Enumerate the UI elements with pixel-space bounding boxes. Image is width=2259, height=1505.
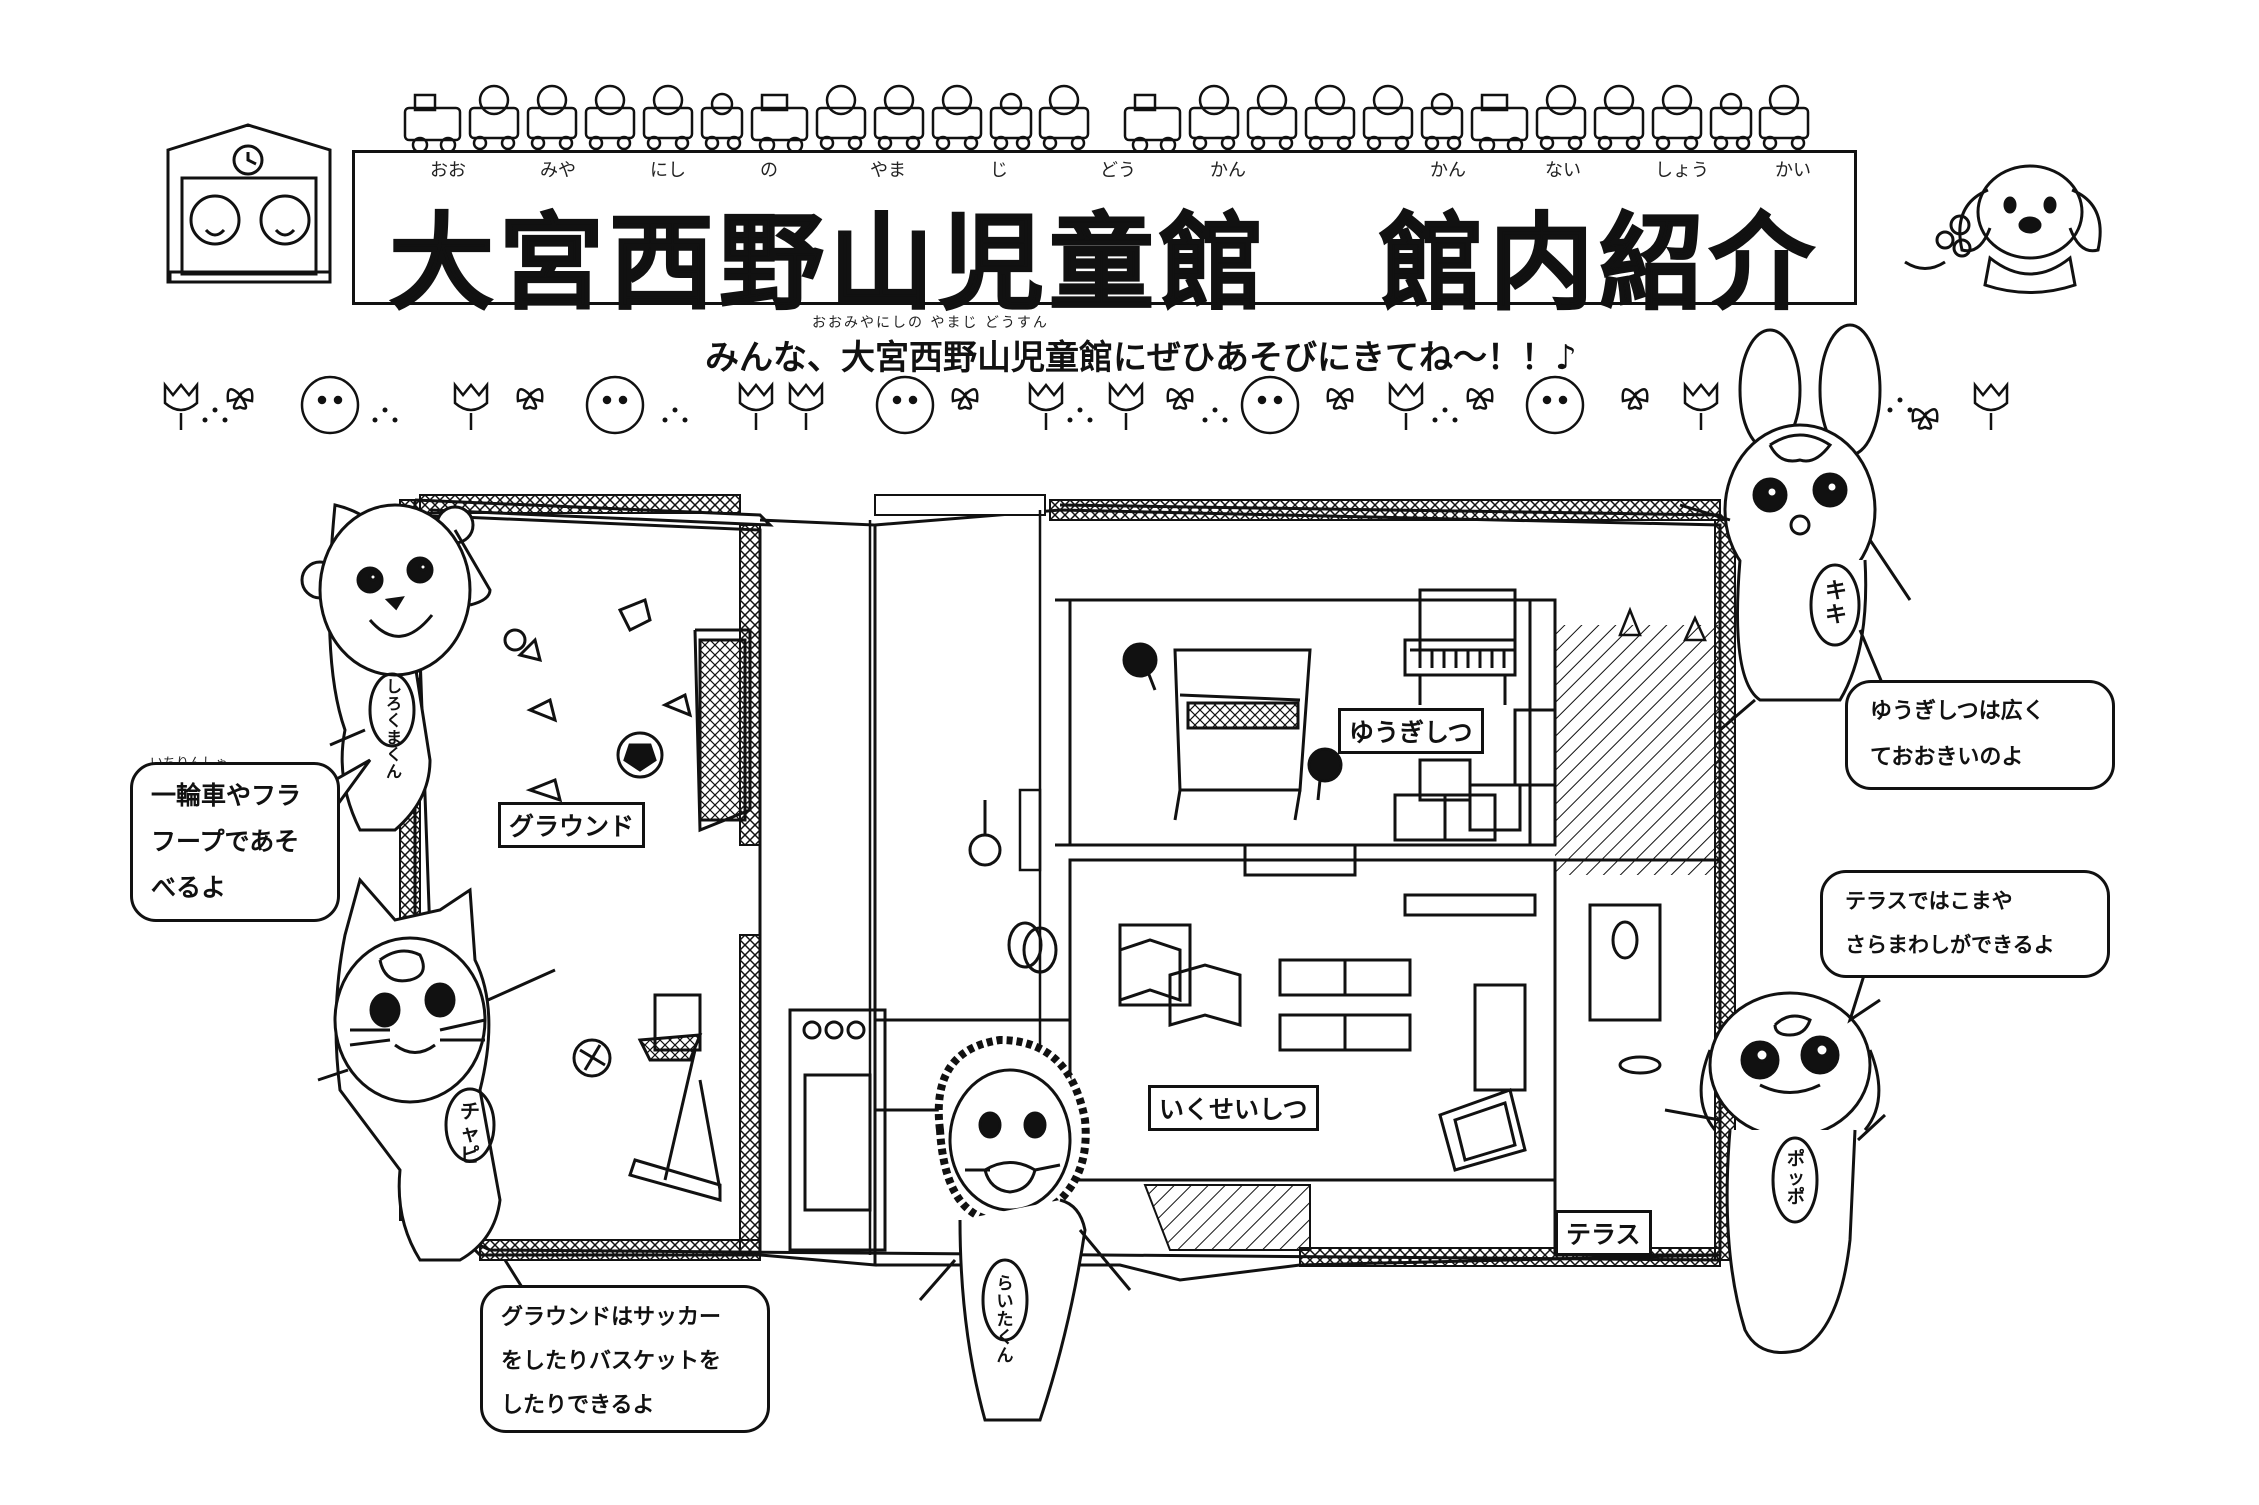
speech-bubble-ground: グラウンドはサッカー をしたりバスケットを したりできるよ [480, 1285, 770, 1433]
bubble-line: さらまわしができるよ [1845, 933, 2055, 957]
title-ruby-10: ない [1545, 160, 1581, 181]
bubble-line: ておおきいのよ [1870, 745, 2024, 770]
title-ruby: おお みや にし の やま じ どう かん かん ない しょう かい [362, 156, 1847, 182]
bubble-line: をしたりバスケットを [501, 1349, 722, 1374]
room-label-playroom: ゆうぎしつ [1338, 708, 1484, 754]
lion-name: らいたくん [996, 1274, 1014, 1366]
page-title: 大宮西野山児童館 館内紹介 [388, 201, 1820, 325]
ground-equipment [503, 597, 752, 1202]
room-label-terrace: テラス [1555, 1210, 1652, 1256]
speech-bubble-playroom: ゆうぎしつは広く ておおきいのよ [1845, 680, 2115, 790]
subtitle: みんな、大宮西野山児童館にぜひあそびにきてね～！！♪ [705, 338, 1577, 378]
title-ruby-1: おお [430, 160, 466, 181]
room-label-ground: グラウンド [498, 802, 646, 848]
train-decoration-left [403, 84, 1090, 154]
rabbit-name: キキ [1824, 579, 1847, 628]
dots-row [202, 397, 1913, 423]
train-decoration-right [1123, 84, 1810, 154]
title-frame [352, 150, 1857, 305]
puppy-icon [1904, 164, 2102, 294]
bubble-line: べるよ [151, 873, 227, 902]
subtitle-ruby: おおみやにしの やまじ どうすん [812, 315, 1049, 331]
cat-character [317, 876, 556, 1262]
title-ruby-11: しょう [1655, 160, 1709, 181]
title-ruby-2: みや [540, 160, 576, 181]
title-ruby-7: どう [1100, 160, 1136, 181]
bubble-line: フープであそ [151, 827, 300, 856]
house-icon [166, 123, 332, 284]
cat-name: チャピ [460, 1099, 480, 1167]
title-ruby-4: の [760, 160, 778, 181]
bubble-line: グラウンドはサッカー [501, 1305, 722, 1330]
bubble-line: 一輪車やフラ [151, 781, 302, 810]
title-ruby-3: にし [650, 160, 686, 181]
terrace-hatch-upper [1555, 625, 1720, 875]
dog-name: ポッポ [1787, 1149, 1805, 1208]
title-ruby-6: じ [990, 160, 1008, 181]
room-label-nursery: いくせいしつ [1148, 1085, 1319, 1131]
lion-character [918, 1035, 1132, 1422]
title-ruby-8: かん [1210, 160, 1246, 181]
bubble-line: テラスではこまや [1845, 889, 2013, 913]
rabbit-character [1679, 323, 1912, 732]
speech-bubble-unicycle: 一輪車やフラ フープであそ べるよ [130, 762, 340, 922]
bear-character [300, 503, 492, 832]
decorative-icon-row [163, 375, 2009, 435]
title-ruby-12: かい [1775, 160, 1811, 181]
title-ruby-9: かん [1430, 160, 1466, 181]
bubble-line: したりできるよ [501, 1393, 655, 1418]
title-ruby-5: やま [870, 160, 906, 181]
terrace-outline [1553, 858, 1722, 1257]
speech-bubble-terrace: テラスではこまや さらまわしができるよ [1820, 870, 2110, 978]
terrace-hatch-lower [1143, 1184, 1311, 1251]
bear-name: しろくまくん [385, 677, 402, 781]
dog-character [1664, 991, 1887, 1354]
bubble-line: ゆうぎしつは広く [1870, 699, 2045, 724]
